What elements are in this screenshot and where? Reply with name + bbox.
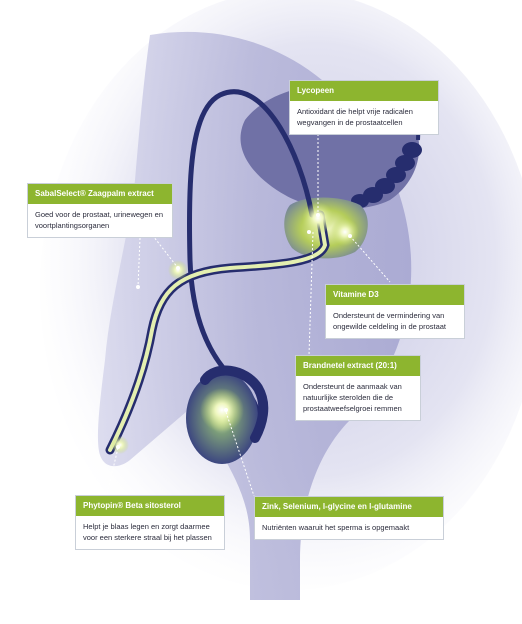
callout-brandnetel: Brandnetel extract (20:1) Ondersteunt de…: [295, 355, 421, 421]
callout-title: SabalSelect® Zaagpalm extract: [28, 184, 172, 204]
callout-sabal: SabalSelect® Zaagpalm extract Goed voor …: [27, 183, 173, 238]
callout-title: Vitamine D3: [326, 285, 464, 305]
callout-title: Brandnetel extract (20:1): [296, 356, 420, 376]
pointer-dots: [116, 213, 352, 449]
callout-phytopin: Phytopin® Beta sitosterol Helpt je blaas…: [75, 495, 225, 550]
callout-title: Lycopeen: [290, 81, 438, 101]
urethra: [108, 213, 328, 452]
pointer-lines: [106, 130, 391, 497]
epididymis: [200, 365, 269, 443]
glow-testis: [200, 388, 244, 432]
glow-prostate-top: [302, 202, 334, 234]
callout-title: Phytopin® Beta sitosterol: [76, 496, 224, 516]
callout-text: Goed voor de prostaat, urinewegen en voo…: [35, 210, 164, 230]
glow-tip: [111, 436, 129, 454]
callout-title: Zink, Selenium, l-glycine en l-glutamine: [255, 497, 443, 517]
callout-text: Nutriënten waaruit het sperma is opgemaa…: [262, 523, 410, 532]
glow-prostate-right: [331, 218, 359, 246]
callout-vitamine-d3: Vitamine D3 Ondersteunt de vermindering …: [325, 284, 465, 339]
callout-text: Helpt je blaas legen en zorgt daarmee vo…: [83, 522, 212, 542]
callout-text: Antioxidant die helpt vrije radicalen we…: [297, 107, 413, 127]
callout-text: Ondersteunt de aanmaak van natuurlijke s…: [303, 382, 402, 413]
callout-lycopeen: Lycopeen Antioxidant die helpt vrije rad…: [289, 80, 439, 135]
callout-text: Ondersteunt de vermindering van ongewild…: [333, 311, 446, 331]
callout-zink: Zink, Selenium, l-glycine en l-glutamine…: [254, 496, 444, 540]
